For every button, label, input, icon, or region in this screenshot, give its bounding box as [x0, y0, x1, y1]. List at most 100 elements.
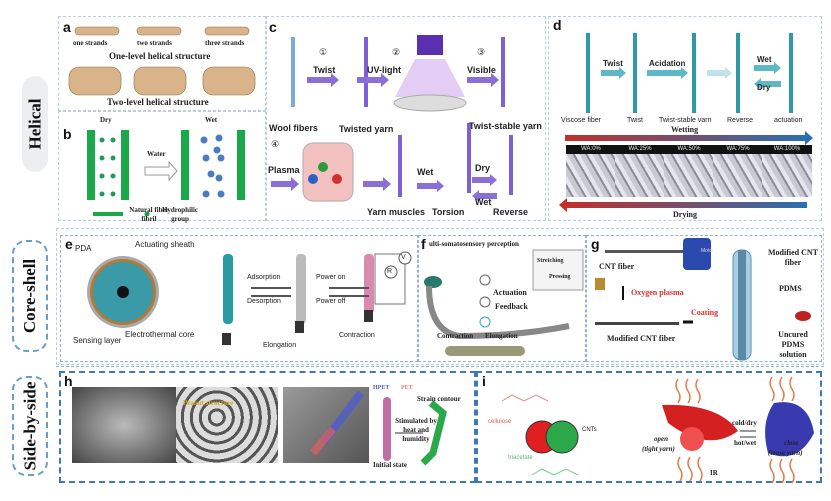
- wa-label: WA:100%: [762, 145, 812, 154]
- cnts-label: CNTs: [582, 427, 597, 433]
- twist-label: Twist: [313, 65, 336, 75]
- panel-label: g: [591, 236, 600, 252]
- wa-image: WA:75%: [713, 145, 763, 197]
- panel-c: c ① ② ③ ④ Twist UV-light Visible Wool fi…: [266, 16, 546, 221]
- panel-g: g Motor CNT fiber Oxygen plasma Modified…: [586, 235, 822, 362]
- uncured-pdms-label: Uncured PDMS solution: [778, 330, 808, 359]
- caption-torsion: Torsion: [432, 207, 465, 217]
- caption-muscles: Yarn muscles: [367, 207, 426, 217]
- caption-actuation: actuation: [774, 117, 803, 124]
- row-label-text: Helical: [25, 98, 45, 150]
- rope-illustration: [68, 26, 256, 96]
- step-4: ④: [271, 139, 280, 149]
- hpet-pet-diagram: [309, 390, 447, 466]
- wa-label: WA:25%: [615, 145, 665, 154]
- cnt-fiber-label: CNT fiber: [599, 262, 635, 271]
- caption-three-strand: three strands: [205, 39, 245, 47]
- power-on-label: Power on: [316, 274, 346, 281]
- close-label: close: [784, 439, 799, 447]
- panel-d: d Twist Acidation Wet Dry Viscose fiber …: [548, 16, 822, 221]
- contraction-label: Contraction: [339, 332, 375, 339]
- row-label-text: Core-shell: [20, 258, 40, 334]
- hot-wet-label: hot/wet: [734, 439, 757, 447]
- caption-wool: Wool fibers: [269, 123, 318, 133]
- caption-one-level: One-level helical structure: [109, 51, 211, 61]
- stretching-label: Stretching: [537, 258, 564, 264]
- row-divider: [56, 366, 824, 368]
- step-1: ①: [319, 47, 328, 57]
- wa-image: WA:25%: [615, 145, 665, 197]
- wa-image: WA:50%: [664, 145, 714, 197]
- caption-viscose: Viscose fiber: [561, 117, 601, 124]
- panel-e: e PDA Actuating sheath Sensing layer Ele…: [60, 235, 418, 362]
- stimulated-label: Stimulated by heat and humidity: [395, 417, 437, 443]
- panel-h: h Peanut structure HPET PET Strain conto…: [59, 371, 476, 483]
- panel-label: d: [553, 17, 562, 33]
- triacetate-label: triacetate: [508, 455, 533, 461]
- row-label-helical: Helical: [22, 76, 48, 172]
- wa-label: WA:75%: [713, 145, 763, 154]
- motor-label: Motor: [701, 248, 714, 254]
- core-shell-diagram: [87, 251, 412, 345]
- legend-fibril: Natural fiber fibril: [129, 206, 169, 223]
- pda-label: PDA: [75, 244, 92, 253]
- dry-label: Dry: [757, 83, 771, 92]
- elongation-label: Elongation: [485, 332, 518, 340]
- sem-image-2: [176, 387, 278, 463]
- sensing-label: Sensing layer: [73, 336, 122, 345]
- row-label-text: Side-by-side: [20, 381, 40, 471]
- dry-label: Dry: [100, 116, 112, 124]
- cellulose-cnt-diagram: [501, 376, 814, 484]
- wa-label: WA:50%: [664, 145, 714, 154]
- drying-label: Drying: [673, 210, 697, 219]
- panel-label: b: [63, 126, 72, 142]
- voltmeter-label: V: [401, 254, 406, 261]
- caption-stable: Twist-stable varn: [659, 117, 712, 124]
- initial-state-label: Initial state: [373, 461, 408, 469]
- sheath-label: Actuating sheath: [135, 240, 195, 249]
- somatosensory-diagram: [424, 249, 584, 356]
- uv-label: UV-light: [367, 65, 401, 75]
- visible-label: Visible: [467, 65, 496, 75]
- pet-legend: PET: [401, 385, 413, 391]
- tight-yarn-label: (tight yarn): [642, 445, 675, 453]
- panel-f: f ulti-somatosensory perception Stretchi…: [418, 235, 586, 362]
- actuation-label: Actuation: [493, 288, 527, 297]
- wa-label: WA:0%: [566, 145, 616, 154]
- sem-image-1: [72, 387, 176, 463]
- wa-image: WA:0%: [566, 145, 616, 197]
- adsorption-label: Adsorption: [247, 274, 281, 281]
- panel-label: h: [64, 373, 73, 389]
- legend-hydrophilic: Hydrophilic group: [161, 206, 199, 223]
- open-label: open: [654, 435, 668, 443]
- caption-reverse: Reverse: [727, 117, 754, 124]
- pressing-label: Pressing: [549, 274, 571, 280]
- acidation-label: Acidation: [649, 59, 686, 68]
- core-label: Electrothermal core: [125, 330, 195, 339]
- modified-cnt-label: Modified CNT fiber: [607, 334, 676, 343]
- loose-yarn-label: (loose yarn): [768, 449, 803, 457]
- cold-dry-label: cold/dry: [732, 419, 757, 427]
- resistor-label: R: [387, 268, 393, 275]
- wetting-label: Wetting: [671, 125, 699, 134]
- caption-twist: Twist: [627, 117, 643, 124]
- cnt-coating-diagram: [595, 238, 811, 361]
- viscose-process: [559, 33, 813, 212]
- peanut-label: Peanut structure: [183, 399, 234, 407]
- desorption-label: Desorption: [247, 298, 281, 305]
- caption-two-strand: two strands: [137, 39, 172, 47]
- row-label-side-by-side: Side-by-side: [12, 376, 48, 476]
- caption-two-level: Two-level helical structure: [107, 97, 209, 107]
- strain-label: Strain contour: [417, 395, 461, 403]
- panel-i: i cellulose CNTs triacetate open (tight …: [476, 371, 822, 484]
- panel-label: e: [65, 236, 73, 252]
- panel-b: b Dry Wet Water Natural fiber fibril Hyd…: [58, 111, 266, 223]
- pdms-label: PDMS: [779, 284, 802, 293]
- fibril-diagram: [87, 130, 245, 217]
- caption-stable: Twist-stable yarn: [469, 121, 542, 131]
- dry-label: Dry: [475, 163, 491, 173]
- water-label: Water: [147, 150, 166, 158]
- ir-label: IR: [710, 469, 718, 477]
- hpet-legend: HPET: [373, 385, 390, 391]
- step-3: ③: [477, 47, 486, 57]
